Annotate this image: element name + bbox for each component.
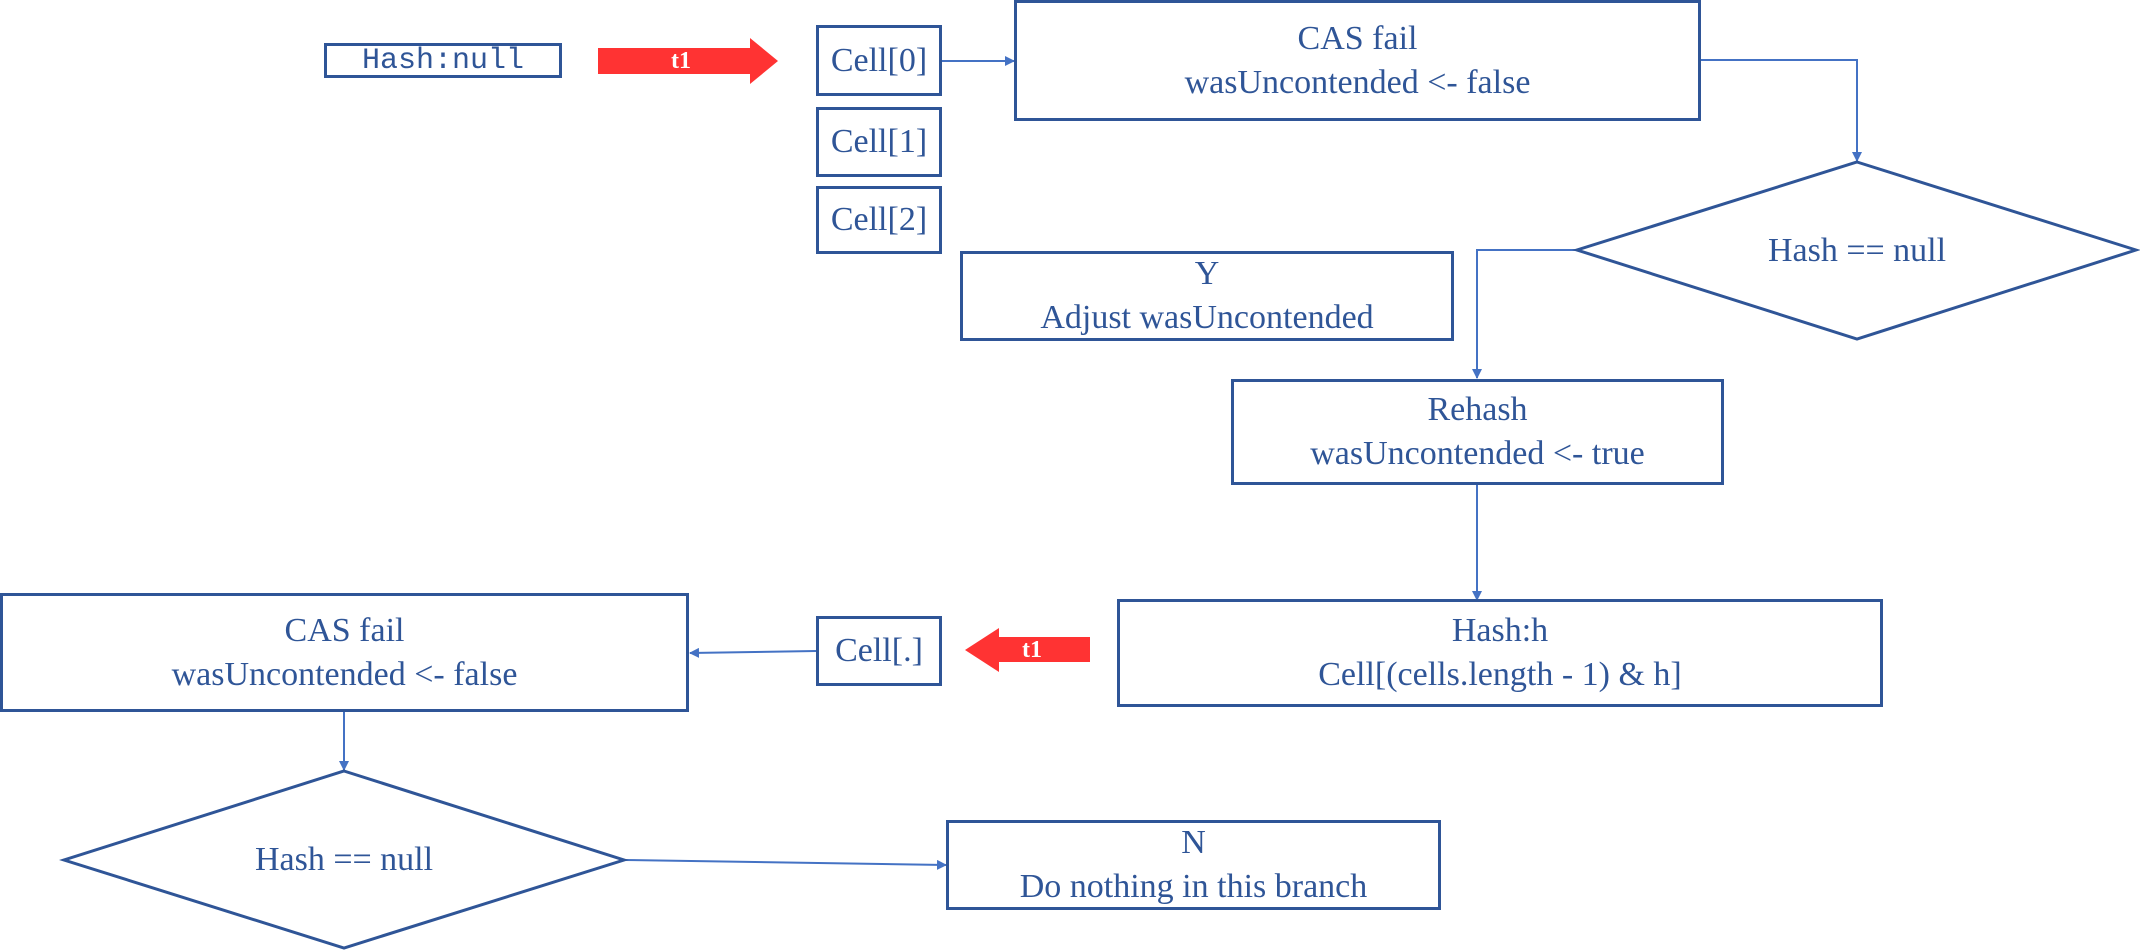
- connector-decision-to-nobox: [623, 859, 947, 870]
- connector-decision-to-rehash: [1472, 249, 1577, 379]
- rehash-box-line1: Rehash: [1427, 391, 1528, 428]
- cas-fail-box-top: CAS fail wasUncontended <- false: [1014, 0, 1701, 121]
- cas-fail-bottom-line1: CAS fail: [284, 611, 405, 649]
- cell-1: Cell[1]: [816, 107, 942, 177]
- cell-dot: Cell[.]: [816, 616, 942, 686]
- yes-box: Y Adjust wasUncontended: [960, 251, 1454, 341]
- hash-h-box: Hash:h Cell[(cells.length - 1) & h]: [1117, 599, 1883, 707]
- rehash-box: Rehash wasUncontended <- true: [1231, 379, 1724, 485]
- cas-fail-top-line2: wasUncontended <- false: [1184, 63, 1531, 101]
- decision-bottom-label: Hash == null: [254, 841, 434, 878]
- cell-2-label: Cell[2]: [830, 201, 928, 238]
- connector-celldot-to-casfail: [689, 647, 817, 658]
- thread-label-bottom: t1: [1022, 637, 1042, 663]
- cell-0: Cell[0]: [816, 25, 942, 96]
- cell-2: Cell[2]: [816, 186, 942, 254]
- hash-null-label: Hash:null: [361, 43, 525, 78]
- cell-1-label: Cell[1]: [830, 123, 928, 160]
- cas-fail-box-bottom: CAS fail wasUncontended <- false: [0, 593, 689, 712]
- decision-diamond-bottom: [59, 769, 629, 950]
- rehash-box-line2: wasUncontended <- true: [1310, 435, 1645, 472]
- cell-0-label: Cell[0]: [830, 41, 928, 79]
- no-box: N Do nothing in this branch: [946, 820, 1441, 910]
- thread-arrow-bottom: [965, 628, 1090, 672]
- connector-casfail-to-decision: [1700, 59, 1862, 162]
- cas-fail-top-line1: CAS fail: [1297, 19, 1418, 57]
- thread-arrow-top: [598, 38, 778, 84]
- decision-top-label: Hash == null: [1767, 232, 1947, 269]
- thread-label-top: t1: [671, 48, 691, 74]
- cell-dot-label: Cell[.]: [835, 632, 923, 669]
- cas-fail-bottom-line2: wasUncontended <- false: [171, 655, 518, 693]
- hash-h-box-line2: Cell[(cells.length - 1) & h]: [1318, 656, 1682, 693]
- yes-box-line1: Y: [1194, 255, 1220, 292]
- no-box-line2: Do nothing in this branch: [1019, 868, 1368, 905]
- hash-null-box: Hash:null: [324, 43, 562, 78]
- no-box-line1: N: [1181, 824, 1206, 861]
- hash-h-box-line1: Hash:h: [1451, 612, 1549, 649]
- decision-diamond-top: [1572, 160, 2140, 341]
- yes-box-line2: Adjust wasUncontended: [1040, 299, 1374, 336]
